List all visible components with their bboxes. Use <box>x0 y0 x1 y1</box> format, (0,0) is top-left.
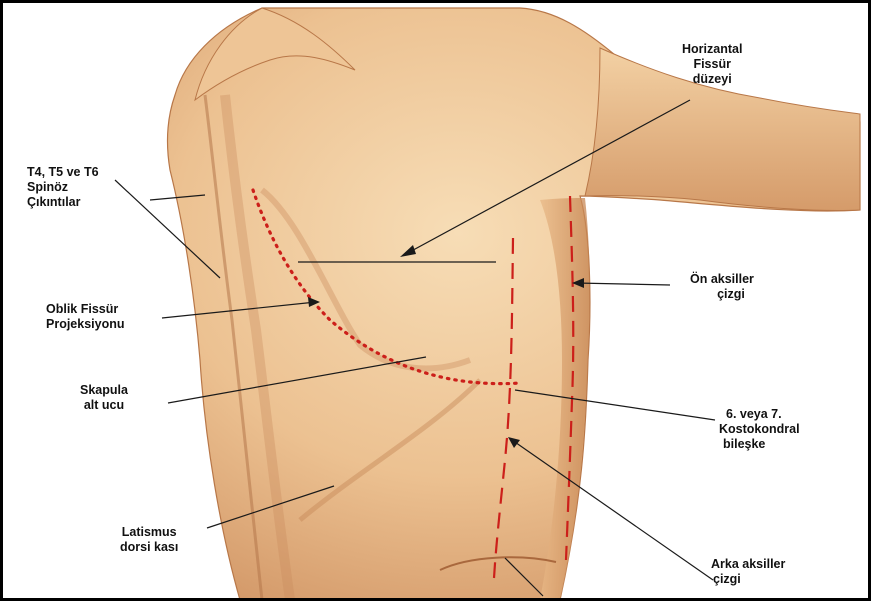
label-latissimus: Latismus dorsi kası <box>120 525 178 555</box>
label-spinous-processes: T4, T5 ve T6 Spinöz Çıkıntılar <box>27 165 99 210</box>
label-costochondral: 6. veya 7. Kostokondral bileşke <box>719 407 800 452</box>
label-anterior-axillary: Ön aksiller çizgi <box>690 272 754 302</box>
label-scapula-tip: Skapula alt ucu <box>80 383 128 413</box>
label-posterior-axillary: Arka aksiller çizgi <box>711 557 785 587</box>
label-oblique-fissure: Oblik Fissür Projeksiyonu <box>46 302 125 332</box>
label-horizontal-fissure: Horizantal Fissür düzeyi <box>682 42 742 87</box>
